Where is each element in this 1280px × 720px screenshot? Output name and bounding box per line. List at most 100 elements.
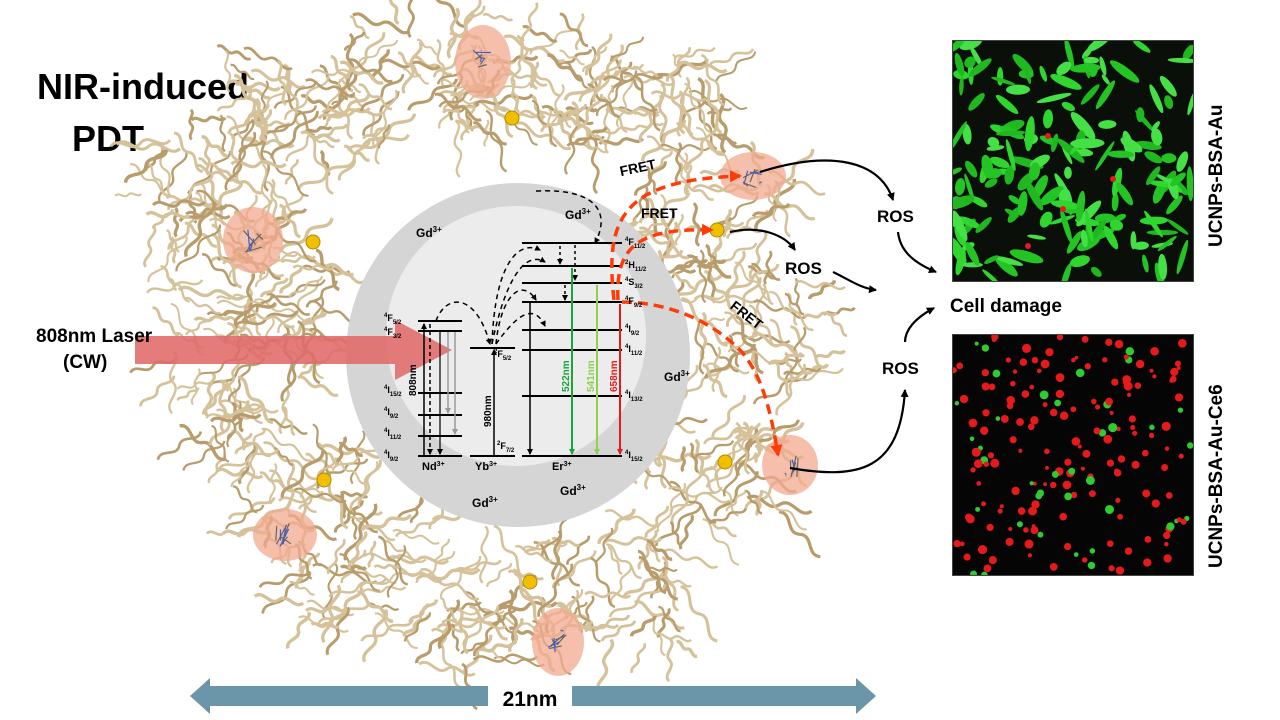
stained-cell bbox=[998, 509, 1003, 514]
ros-label-3: ROS bbox=[882, 359, 919, 378]
cell-damage-label: Cell damage bbox=[950, 296, 1062, 317]
stained-cell bbox=[989, 556, 997, 564]
stained-cell bbox=[1086, 476, 1095, 485]
stained-cell bbox=[984, 462, 989, 467]
stained-cell bbox=[1144, 536, 1151, 543]
live-cell bbox=[1161, 153, 1176, 163]
laser-label-2: (CW) bbox=[63, 352, 107, 373]
live-cell bbox=[1141, 254, 1150, 273]
stained-cell bbox=[1093, 427, 1100, 434]
stained-cell bbox=[1169, 379, 1173, 383]
emission-541-label: 541nm bbox=[586, 360, 597, 392]
stained-cell bbox=[1016, 418, 1024, 426]
dead-cell bbox=[1060, 206, 1066, 212]
stained-cell bbox=[1166, 492, 1173, 499]
stained-cell bbox=[1022, 344, 1031, 353]
panel-label-top: UCNPs-BSA-Au bbox=[1206, 105, 1228, 248]
stained-cell bbox=[1115, 498, 1120, 503]
size-arrow-left bbox=[190, 678, 488, 714]
stained-cell bbox=[1085, 363, 1091, 369]
size-arrow-right bbox=[572, 678, 876, 714]
live-cell bbox=[1070, 138, 1105, 149]
stained-cell bbox=[1177, 517, 1182, 522]
stained-cell bbox=[1000, 504, 1004, 508]
live-cell bbox=[1059, 262, 1074, 281]
gold-cluster bbox=[317, 473, 331, 487]
stained-cell bbox=[1118, 455, 1125, 462]
live-cell bbox=[1037, 209, 1055, 229]
stained-cell bbox=[1018, 507, 1026, 515]
protein-cluster bbox=[665, 250, 855, 417]
stained-cell bbox=[1135, 382, 1141, 388]
stained-cell bbox=[1163, 532, 1170, 539]
stained-cell bbox=[1022, 390, 1030, 398]
stained-cell bbox=[953, 367, 957, 373]
stained-cell bbox=[1064, 493, 1072, 501]
emission-658-label: 658nm bbox=[609, 360, 620, 392]
live-cell bbox=[1089, 265, 1103, 279]
stained-cell bbox=[1130, 425, 1135, 430]
stained-cell bbox=[990, 459, 999, 468]
stained-cell bbox=[1127, 393, 1131, 397]
stained-cell bbox=[1163, 554, 1171, 562]
stained-cell bbox=[1178, 407, 1183, 412]
stained-cell bbox=[1089, 490, 1096, 497]
panel-label-bottom: UCNPs-BSA-Au-Ce6 bbox=[1206, 384, 1228, 568]
stained-cell bbox=[1064, 459, 1071, 466]
stained-cell bbox=[1010, 381, 1016, 387]
stained-cell bbox=[1107, 540, 1114, 547]
ros-label-1: ROS bbox=[877, 207, 914, 226]
stained-cell bbox=[1129, 415, 1136, 422]
stained-cell bbox=[984, 564, 992, 572]
stained-cell bbox=[1164, 542, 1169, 547]
stained-cell bbox=[993, 370, 1001, 378]
stained-cell bbox=[1150, 369, 1154, 373]
gold-cluster bbox=[505, 111, 519, 125]
stained-cell bbox=[974, 459, 983, 468]
stained-cell bbox=[1057, 335, 1063, 340]
stained-cell bbox=[960, 541, 965, 546]
stained-cell bbox=[1063, 481, 1072, 490]
nd-808nm-label: 808nm bbox=[408, 364, 419, 396]
stained-cell bbox=[1149, 425, 1154, 430]
stained-cell bbox=[1088, 562, 1095, 569]
stained-cell bbox=[1081, 467, 1085, 471]
stained-cell bbox=[1035, 492, 1042, 499]
stained-cell bbox=[955, 401, 959, 405]
stained-cell bbox=[1143, 558, 1151, 566]
live-cell bbox=[1131, 41, 1152, 55]
stained-cell bbox=[1124, 355, 1129, 360]
stained-cell bbox=[1165, 446, 1169, 450]
live-cell bbox=[1038, 65, 1049, 83]
live-cell bbox=[1006, 84, 1030, 94]
stained-cell bbox=[1152, 499, 1160, 507]
stained-cell bbox=[1054, 400, 1061, 407]
stained-cell bbox=[1105, 505, 1114, 514]
ros-label-2: ROS bbox=[785, 259, 822, 278]
stained-cell bbox=[1045, 466, 1049, 470]
stained-cell bbox=[1017, 521, 1023, 527]
live-cell bbox=[1147, 83, 1166, 114]
stained-cell bbox=[1043, 402, 1048, 407]
stained-cell bbox=[1028, 553, 1032, 557]
stained-cell bbox=[1114, 469, 1121, 476]
live-cell bbox=[1167, 57, 1193, 63]
stained-cell bbox=[976, 481, 981, 486]
stained-cell bbox=[1018, 449, 1022, 453]
live-cells-image bbox=[953, 41, 1193, 281]
stained-cell bbox=[956, 363, 963, 370]
live-cell bbox=[1098, 120, 1117, 130]
stained-cell bbox=[1102, 357, 1107, 362]
stained-cell bbox=[1136, 360, 1144, 368]
stained-cell bbox=[953, 540, 960, 547]
size-bar-label: 21nm bbox=[503, 688, 558, 711]
dead-cell bbox=[1025, 243, 1031, 249]
stained-cell bbox=[989, 383, 996, 390]
stained-cell bbox=[1187, 442, 1193, 448]
live-cell bbox=[1064, 166, 1072, 179]
live-cell bbox=[1042, 109, 1054, 129]
stained-cell bbox=[1082, 450, 1090, 458]
stained-cell bbox=[1013, 369, 1017, 373]
stained-cell bbox=[1103, 435, 1112, 444]
